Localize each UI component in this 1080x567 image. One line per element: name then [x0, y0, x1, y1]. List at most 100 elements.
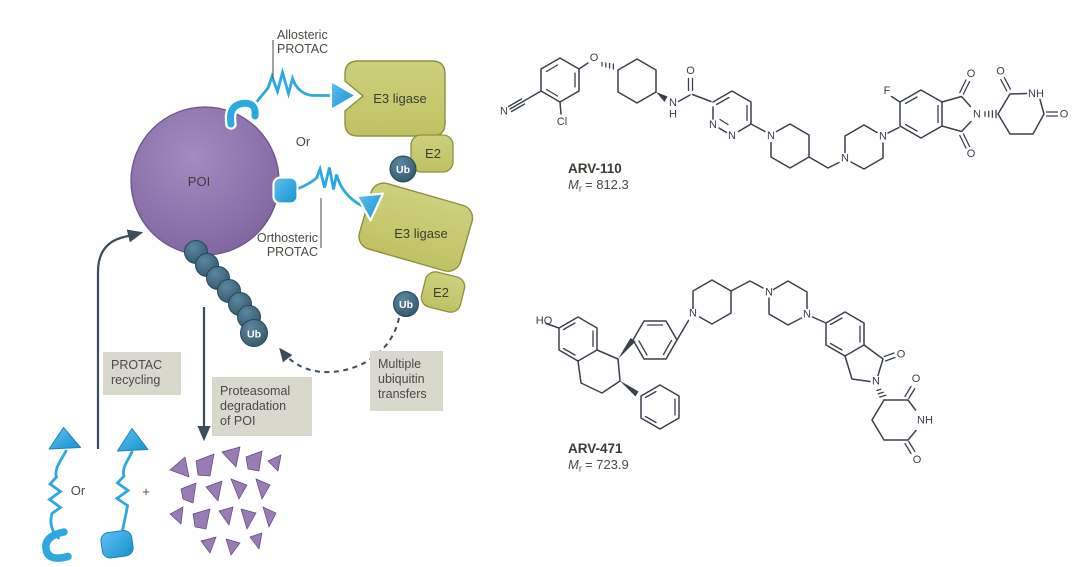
arv471-isoindolinone-benzene: [825, 311, 865, 357]
arv471-glutarimide-o-top: O: [912, 373, 921, 385]
arv110-piperazine-ring: N N: [841, 124, 887, 170]
or-bottom-label: Or: [71, 483, 86, 498]
orthosteric-protac-warhead: [355, 192, 385, 222]
allosteric-site-crescent: [227, 99, 259, 128]
arv110-glutarimide-o-top: O: [996, 66, 1005, 78]
arv110-fluoro: F: [884, 85, 891, 97]
arv471-mr-subscript: r: [579, 464, 582, 475]
recycled-warhead-2: [117, 428, 149, 452]
arv110-cyclohexane-ring: [617, 58, 657, 104]
poi-fragments: [169, 446, 282, 556]
arv110-glutarimide-o-right: O: [1060, 109, 1069, 121]
arv110-pyridazine-n2: N: [728, 130, 736, 142]
arv110-mr-subscript: r: [579, 184, 582, 195]
transfers-line3: transfers: [378, 387, 427, 401]
arv110-glutarimide-nh: NH: [1028, 88, 1044, 100]
arv471-phenylene-ring: [632, 320, 678, 360]
allosteric-protac-linker: [248, 67, 333, 112]
or-top-label: Or: [296, 134, 311, 149]
arv471-phenol-ring: [558, 316, 598, 362]
arv110-amide-h: H: [669, 109, 677, 121]
arv471-wedge-2: [619, 380, 639, 397]
arv471-glutarimide-o-bottom: O: [913, 454, 922, 466]
arv110-phthalimide-benzene: F: [884, 85, 943, 139]
ub-top-label: Ub: [396, 164, 410, 176]
arv110-hash-wedge-2: [984, 109, 997, 119]
allosteric-protac-warhead: [329, 79, 358, 112]
e2-top-shape: [410, 134, 454, 173]
ubiquitin-chain: Ub: [184, 240, 268, 347]
protac-recycling-line1: PROTAC: [111, 358, 162, 372]
arv110-glutarimide-ring: NH O O: [996, 66, 1069, 135]
arv471-name: ARV-471: [568, 441, 623, 456]
arv471-wedge-1: [618, 338, 636, 359]
arv110-amide-n: N: [669, 97, 677, 109]
ub-bottom-shape: [393, 291, 419, 317]
transfers-line1: Multiple: [378, 357, 421, 371]
proteasomal-line3: of POI: [220, 414, 255, 428]
allosteric-protac-label: Allosteric PROTAC: [272, 28, 328, 79]
arv110-piperidine-ring: N: [767, 123, 810, 169]
arv471-mr-value: = 723.9: [585, 457, 629, 472]
arv471-lactam-n: N: [872, 376, 880, 388]
arv471-mr: Mr= 723.9: [568, 457, 629, 475]
arv110-mr-symbol: M: [568, 177, 579, 192]
recycled-linker-2: [114, 450, 134, 532]
e2-top-label: E2: [425, 146, 441, 161]
arv471-lactam-o: O: [897, 349, 906, 361]
orthosteric-protac-label: Orthosteric PROTAC: [257, 198, 322, 259]
arv110-hash-wedge-1: [601, 61, 615, 70]
e2-bottom-label: E2: [433, 285, 449, 300]
recycled-linker-1: [47, 449, 68, 540]
arv110-amide-o: O: [686, 65, 695, 77]
allosteric-line2: PROTAC: [277, 42, 328, 56]
protac-recycling-line2: recycling: [111, 373, 160, 387]
arv110-ether-o: O: [590, 52, 599, 64]
arv110-nitrile-n: N: [500, 106, 508, 118]
arv110-chlorophenyl-ring: [540, 57, 580, 103]
ub-chain-terminal: [240, 319, 268, 347]
proteasomal-line1: Proteasomal: [220, 384, 290, 398]
arv471-hash-wedge: [876, 388, 887, 398]
arv471-piperazine-ring: N N: [765, 280, 811, 326]
arv471-piperidine-n: N: [689, 308, 697, 320]
arv471-tetralin-ring: [577, 349, 621, 394]
arv110-name: ARV-110: [568, 161, 622, 176]
arv110-piperazine-n2: N: [879, 131, 887, 143]
ub-chain-label: Ub: [247, 329, 261, 341]
protac-recycling-label: PROTAC recycling: [103, 352, 181, 395]
recycled-warhead-1: [48, 427, 81, 450]
e3-ligase-top-shape: [344, 60, 446, 137]
arv110-pyridazine-ring: N N: [709, 90, 752, 142]
ubiquitin-transfer-dashed-arrow: [279, 317, 400, 374]
arv110-piperazine-n1: N: [841, 153, 849, 165]
plus-sign: +: [142, 484, 150, 499]
e2-bottom-shape: [420, 271, 466, 313]
arv471-piperazine-n2: N: [803, 309, 811, 321]
arv110-mr: Mr= 812.3: [568, 177, 629, 195]
arv110-pyridazine-n1: N: [709, 119, 717, 131]
arv471-piperazine-n1: N: [765, 287, 773, 299]
compound-arv110: N Cl O N H O N N N: [500, 52, 1069, 195]
proteasomal-line2: degradation: [220, 399, 286, 413]
arv471-lactam-ring: O N: [844, 344, 906, 388]
poi-label: POI: [188, 174, 210, 189]
arv110-piperidine-n: N: [767, 130, 775, 142]
ub-bottom-label: Ub: [399, 299, 413, 311]
protac-mechanism-diagram: PROTAC recycling Proteasomal degradation…: [42, 28, 474, 562]
arv110-mr-value: = 812.3: [585, 177, 629, 192]
proteasomal-degradation-label: Proteasomal degradation of POI: [212, 377, 312, 436]
recycled-square-ligand: [100, 529, 134, 559]
recycled-protac-allosteric: [42, 427, 81, 562]
orthosteric-protac-linker: [295, 164, 363, 207]
e3-ligase-bottom-label: E3 ligase: [394, 226, 447, 241]
ub-top-shape: [389, 155, 417, 183]
protac-recycling-arrow: [96, 229, 144, 449]
recycled-crescent-ligand: [42, 528, 72, 562]
arv110-imide-o-bottom: O: [967, 148, 976, 160]
compound-arv471: HO N N N: [536, 279, 933, 475]
multiple-ubiquitin-transfers-label: Multiple ubiquitin transfers: [370, 351, 443, 411]
arv471-glutarimide-nh: NH: [917, 415, 933, 427]
